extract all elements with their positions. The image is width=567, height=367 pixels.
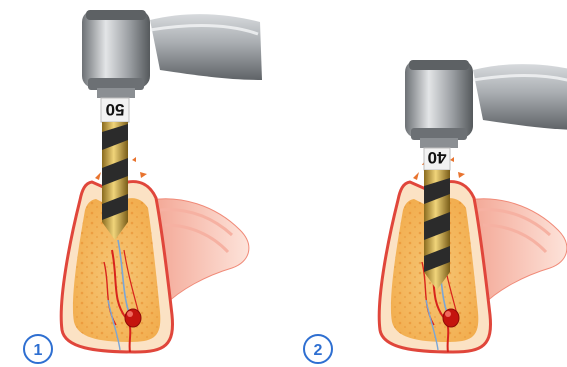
drill-depth-mark: 40 <box>428 148 447 167</box>
step-number: 1 <box>34 342 43 359</box>
drill-depth-mark: 50 <box>106 100 125 119</box>
panel-1: 50 1 <box>24 10 262 363</box>
handpiece-icon <box>82 10 262 98</box>
panel-2: 40 2 <box>304 60 567 363</box>
handpiece-icon <box>405 60 567 148</box>
jaw-bone-icon <box>61 157 249 352</box>
jaw-bone-icon <box>379 157 567 352</box>
drill-bit-icon <box>424 148 450 290</box>
step-number: 2 <box>314 342 323 359</box>
